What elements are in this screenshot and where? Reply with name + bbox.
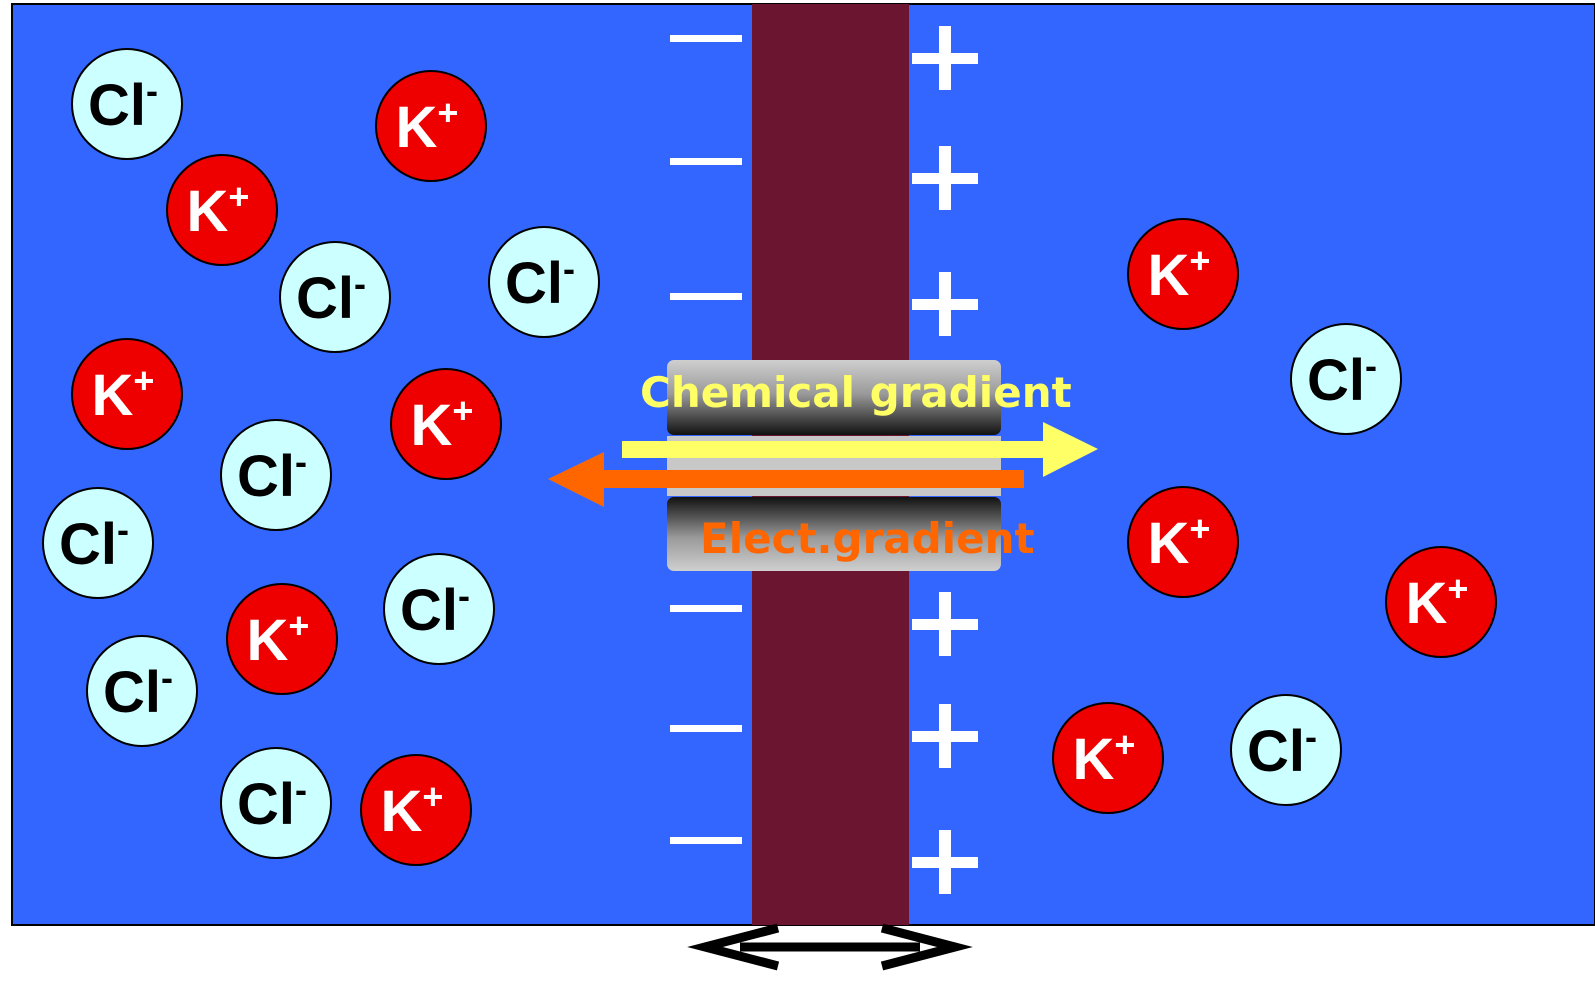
chloride-ion: Cl- xyxy=(71,48,183,160)
chloride-ion: Cl- xyxy=(279,241,391,353)
plus-sign xyxy=(912,704,978,768)
minus-sign xyxy=(670,35,742,42)
channel-bottom-block xyxy=(667,497,1001,571)
plus-sign xyxy=(912,26,978,90)
ion-channel: Chemical gradient Elect.gradient xyxy=(548,360,1098,571)
potassium-ion: K+ xyxy=(375,70,487,182)
minus-sign xyxy=(670,158,742,165)
plus-sign xyxy=(912,830,978,894)
potassium-ion: K+ xyxy=(360,754,472,866)
plus-sign xyxy=(912,592,978,656)
ion-charge: - xyxy=(563,248,575,289)
chloride-ion: Cl- xyxy=(42,487,154,599)
ion-charge: - xyxy=(295,769,307,810)
ion-charge: - xyxy=(295,441,307,482)
ion-symbol: Cl- xyxy=(103,657,173,725)
ion-charge: + xyxy=(228,176,249,217)
chemical-gradient-label: Chemical gradient xyxy=(640,368,1072,417)
potassium-ion: K+ xyxy=(1127,218,1239,330)
ion-charge: - xyxy=(458,575,470,616)
ion-charge: + xyxy=(1189,508,1210,549)
ions-layer: Cl-K+K+Cl-Cl-K+K+Cl-Cl-K+Cl-Cl-Cl-K+K+Cl… xyxy=(42,48,1497,866)
ion-charge: - xyxy=(117,509,129,550)
potassium-ion: K+ xyxy=(166,154,278,266)
ion-charge: + xyxy=(288,605,309,646)
ion-charge: - xyxy=(1305,716,1317,757)
chloride-ion: Cl- xyxy=(488,226,600,338)
ion-charge: - xyxy=(161,657,173,698)
ion-symbol: K+ xyxy=(1073,724,1136,792)
potassium-ion: K+ xyxy=(226,583,338,695)
minus-sign xyxy=(670,837,742,844)
chloride-ion: Cl- xyxy=(220,747,332,859)
electrical-gradient-label: Elect.gradient xyxy=(700,514,1035,563)
plus-sign xyxy=(912,272,978,336)
negative-charges xyxy=(670,35,742,844)
ion-charge: + xyxy=(1114,724,1135,765)
ion-charge: - xyxy=(354,263,366,304)
ion-charge: + xyxy=(1447,568,1468,609)
chemical-gradient-arrow xyxy=(622,422,1098,477)
ion-charge: + xyxy=(422,776,443,817)
electrical-gradient-arrow xyxy=(548,452,1024,507)
ion-charge: + xyxy=(452,390,473,431)
chloride-ion: Cl- xyxy=(220,419,332,531)
potassium-ion: K+ xyxy=(390,368,502,480)
ion-charge: - xyxy=(1365,345,1377,386)
potassium-ion: K+ xyxy=(1385,546,1497,658)
minus-sign xyxy=(670,725,742,732)
plus-sign xyxy=(912,146,978,210)
ion-symbol: K+ xyxy=(1148,240,1211,308)
potassium-ion: K+ xyxy=(1052,702,1164,814)
chloride-ion: Cl- xyxy=(86,635,198,747)
chloride-ion: Cl- xyxy=(1290,323,1402,435)
potassium-ion: K+ xyxy=(1127,486,1239,598)
potassium-ion: K+ xyxy=(71,338,183,450)
ion-symbol: K+ xyxy=(1406,568,1469,636)
positive-charges xyxy=(912,26,978,894)
ion-charge: + xyxy=(1189,240,1210,281)
double-headed-arrow-icon xyxy=(687,923,973,971)
minus-sign xyxy=(670,605,742,612)
chloride-ion: Cl- xyxy=(383,553,495,665)
ion-charge: + xyxy=(437,92,458,133)
ion-charge: - xyxy=(146,70,158,111)
ion-charge: + xyxy=(133,360,154,401)
chloride-ion: Cl- xyxy=(1230,694,1342,806)
minus-sign xyxy=(670,293,742,300)
channel-top-block xyxy=(667,360,1001,435)
